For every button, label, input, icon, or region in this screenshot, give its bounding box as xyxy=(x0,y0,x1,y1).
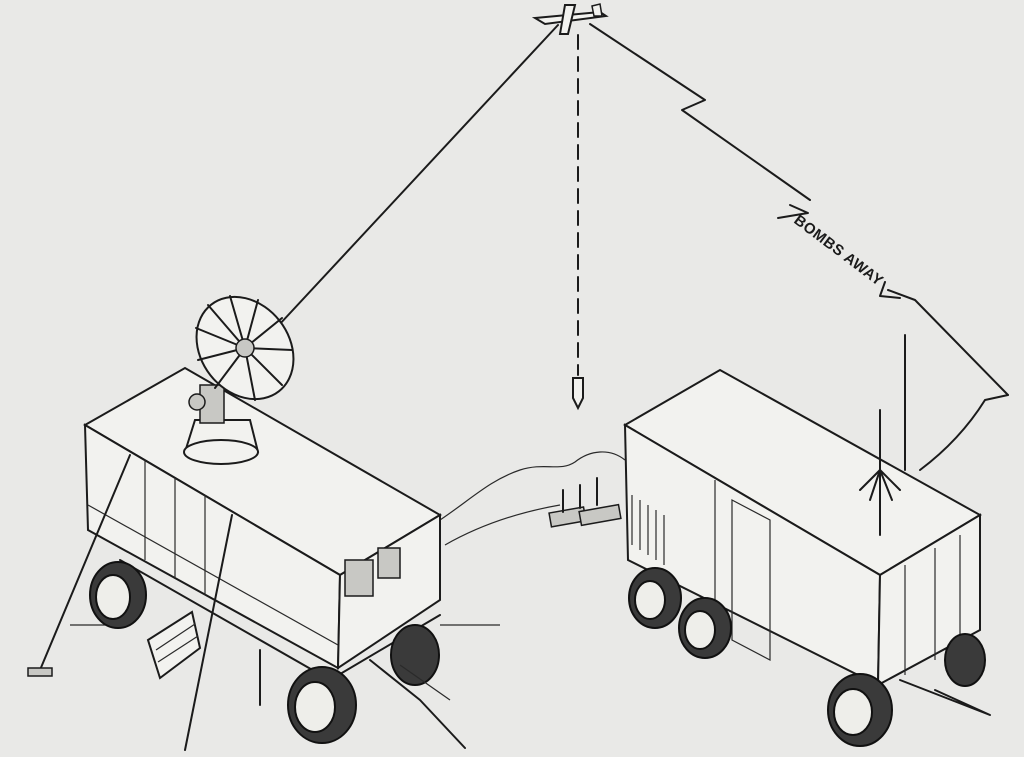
bomb-trajectory xyxy=(572,34,584,411)
radar-van-rear-wheel xyxy=(89,561,147,629)
radar-van-front-wheel xyxy=(287,666,357,744)
radar-van-front-wheel-2 xyxy=(390,624,440,686)
aircraft-icon xyxy=(531,3,609,35)
radar-van xyxy=(27,366,466,751)
radio-van-rear-wheel-2 xyxy=(678,597,732,659)
radar-beam-line xyxy=(264,24,559,341)
bomb-icon xyxy=(572,377,584,411)
radio-van xyxy=(623,334,1009,747)
radio-van-rear-wheel-1 xyxy=(628,567,682,629)
bombs-away-label: BOMBS AWAY xyxy=(791,212,887,290)
radio-link-zigzag: BOMBS AWAY xyxy=(589,23,1009,396)
radio-van-front-wheel-2 xyxy=(944,633,986,687)
target-bunker xyxy=(548,477,622,528)
radio-van-front-wheel xyxy=(827,673,893,747)
mast-antenna-icon xyxy=(859,409,901,536)
radar-dish-icon xyxy=(183,295,295,465)
